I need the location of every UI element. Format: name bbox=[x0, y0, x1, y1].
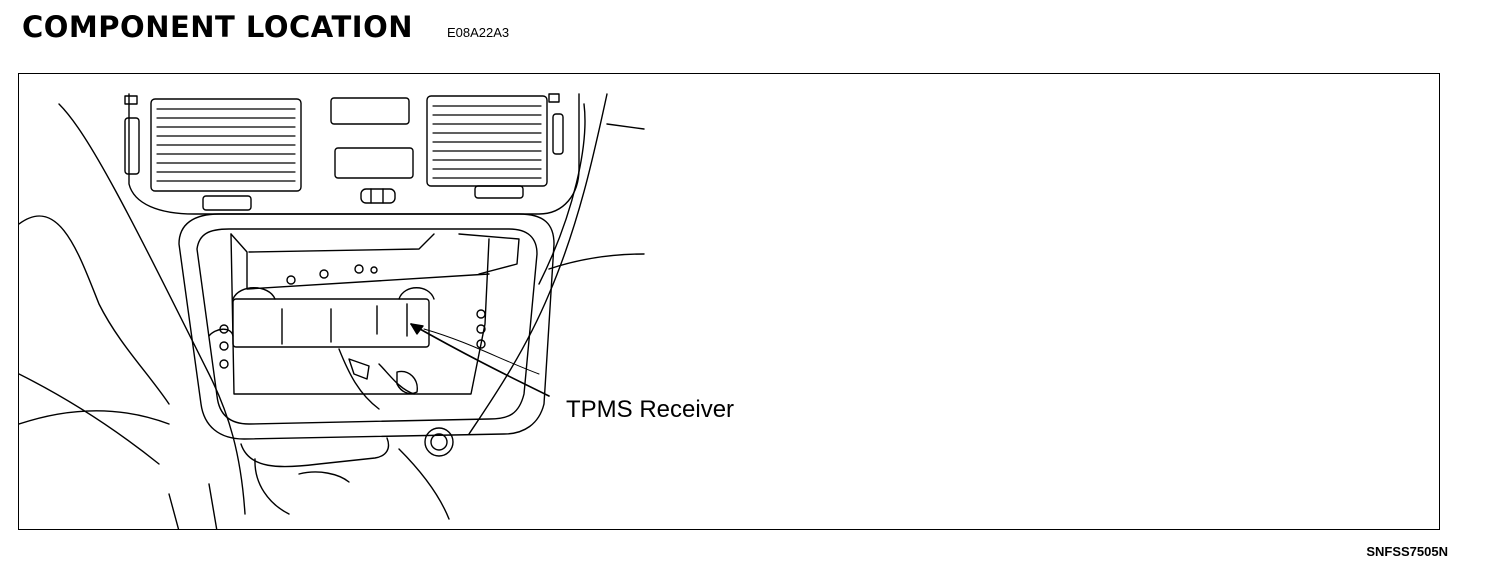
page-heading: COMPONENT LOCATION E08A22A3 bbox=[22, 10, 509, 44]
dashboard-center-console-illustration bbox=[19, 93, 645, 529]
figure-id: SNFSS7505N bbox=[1366, 544, 1448, 559]
page-title: COMPONENT LOCATION bbox=[22, 10, 413, 44]
tpms-receiver-label: TPMS Receiver bbox=[566, 396, 735, 423]
component-location-figure: TPMS Receiver bbox=[18, 73, 1440, 530]
section-code: E08A22A3 bbox=[447, 25, 510, 40]
